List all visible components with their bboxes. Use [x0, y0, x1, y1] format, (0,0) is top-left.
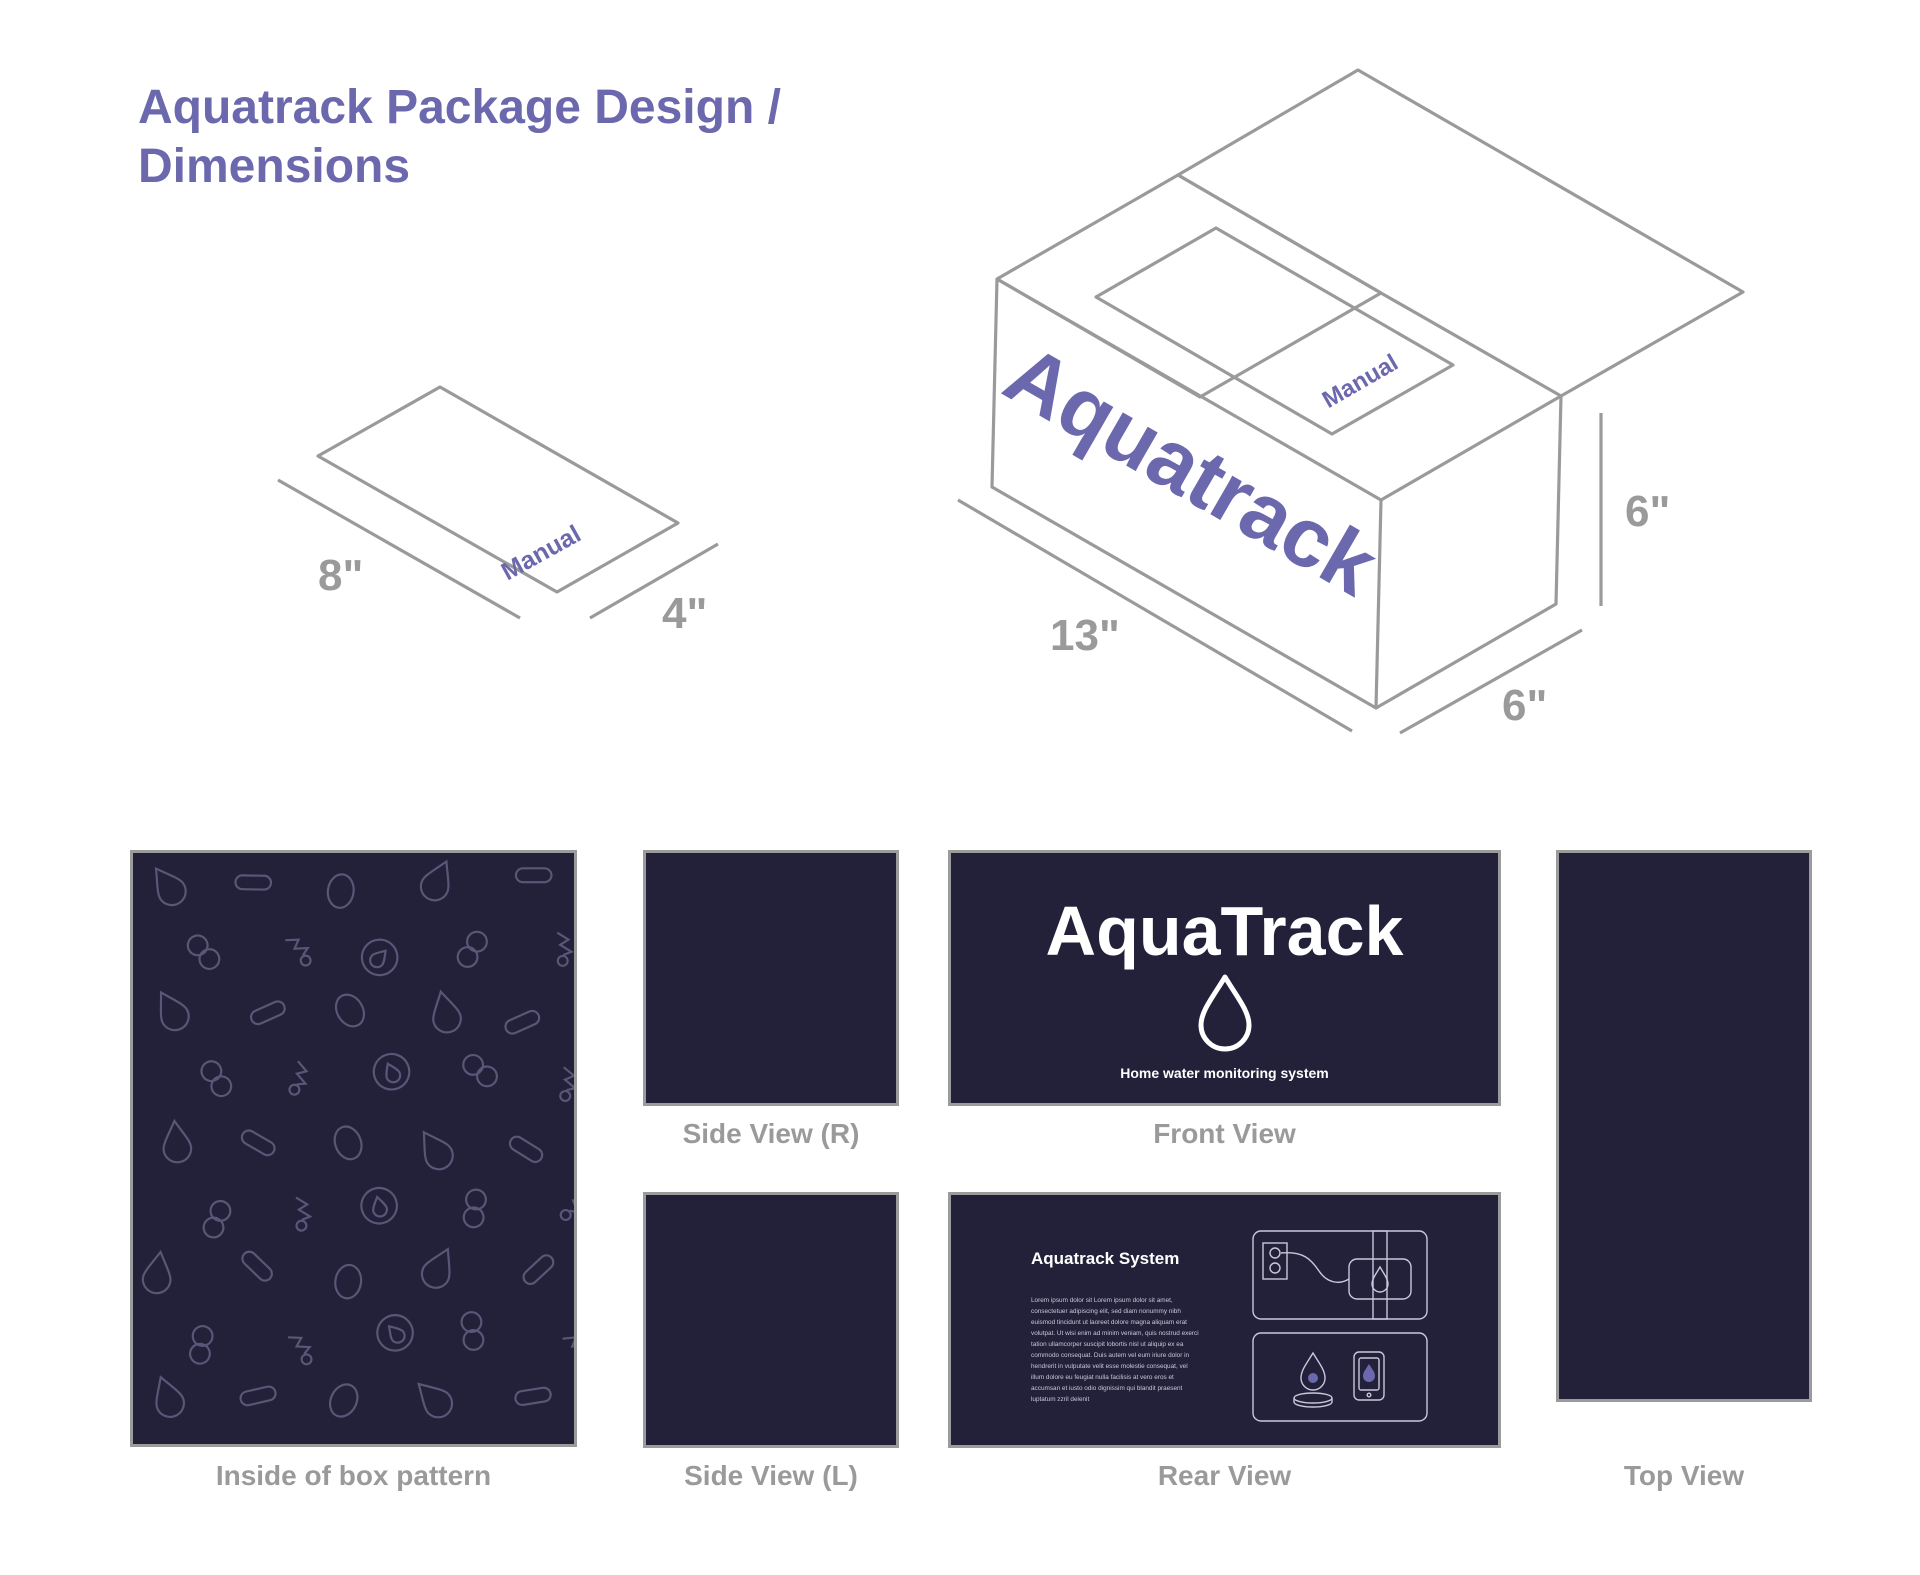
main-brand-label: Aquatrack	[990, 326, 1393, 613]
pattern-circle-icon	[376, 1314, 414, 1352]
rear-illustration	[1252, 1230, 1428, 1422]
pattern-zig-icon	[288, 1060, 309, 1096]
isometric-diagrams: Manual 8" 4" Manual Aquatrack 13" 6" 6"	[277, 68, 1745, 735]
pattern-circle-icon	[372, 1052, 411, 1091]
pattern-oval-icon	[334, 993, 366, 1028]
pattern-pill-icon	[514, 867, 553, 884]
manual-outline	[316, 385, 680, 594]
rear-label: Rear View	[1157, 1460, 1292, 1491]
rear-body-text: Lorem ipsum dolor sit Lorem ipsum dolor …	[1031, 1297, 1199, 1403]
pattern-rings-icon	[460, 1311, 485, 1351]
manual-length-line	[277, 478, 521, 620]
water-sensor-icon	[1293, 1351, 1333, 1408]
front-tagline: Home water monitoring system	[1120, 1065, 1329, 1081]
inside-pattern-panel	[130, 850, 577, 1447]
manual-label: Manual	[497, 520, 586, 586]
rear-panel: Aquatrack System Lorem ipsum dolor sit L…	[948, 1192, 1501, 1448]
pattern-drop-icon	[422, 1130, 454, 1171]
main-box-diagram: Manual Aquatrack 13" 6" 6"	[957, 68, 1745, 735]
main-width-line	[1399, 628, 1583, 735]
pattern-oval-icon	[328, 1383, 359, 1418]
pattern-pill-icon	[514, 1386, 552, 1407]
main-width-label: 6"	[1502, 681, 1547, 730]
page-title: Aquatrack Package Design / Dimensions	[138, 81, 781, 193]
manual-width-line	[589, 542, 719, 620]
pattern-drop-icon	[159, 990, 190, 1032]
pattern-oval-icon	[326, 873, 355, 909]
main-length-label: 13"	[1050, 611, 1120, 660]
main-right-face	[1375, 395, 1563, 710]
pattern-rings-icon	[456, 930, 488, 968]
top-label: Top View	[1623, 1460, 1745, 1491]
front-label: Front View	[1153, 1118, 1296, 1149]
pattern-pill-icon	[249, 1000, 286, 1026]
pattern-pill-icon	[241, 1250, 273, 1282]
pattern-zig-icon	[559, 1188, 574, 1222]
pattern-oval-icon	[334, 1263, 363, 1300]
pattern-drop-icon	[432, 989, 462, 1034]
pattern-pill-icon	[508, 1135, 544, 1164]
setup-frame	[1252, 1230, 1428, 1320]
front-panel: AquaTrack Home water monitoring system	[948, 850, 1501, 1106]
main-manual-insert	[1094, 226, 1455, 436]
manual-width-label: 4"	[662, 589, 707, 638]
pattern-drop-icon	[155, 1375, 185, 1418]
devices-frame	[1252, 1332, 1428, 1422]
water-pattern	[141, 859, 574, 1419]
pattern-circle-icon	[360, 1186, 398, 1225]
front-brand: AquaTrack	[1045, 892, 1404, 970]
pattern-rings-icon	[462, 1188, 487, 1229]
pattern-pill-icon	[234, 874, 273, 891]
water-drop-icon	[1198, 974, 1251, 1052]
manual-box-diagram: Manual 8" 4"	[277, 385, 719, 638]
pattern-pill-icon	[240, 1129, 276, 1157]
main-height-label: 6"	[1625, 487, 1670, 536]
pattern-drop-icon	[154, 866, 187, 907]
side-left-panel	[643, 1192, 899, 1448]
pattern-drop-icon	[417, 1382, 454, 1419]
pattern-circle-icon	[360, 938, 399, 977]
inside-pattern-label: Inside of box pattern	[215, 1460, 492, 1491]
pattern-rings-icon	[200, 1060, 233, 1098]
wall-outlet-icon	[1262, 1242, 1288, 1280]
pattern-rings-icon	[186, 934, 221, 970]
sensor-device-icon	[1348, 1258, 1412, 1300]
phone-app-icon	[1353, 1351, 1385, 1401]
pattern-pill-icon	[504, 1009, 541, 1035]
side-left-label: Side View (L)	[684, 1460, 858, 1491]
pattern-drop-icon	[420, 1247, 451, 1289]
pattern-zig-icon	[288, 1336, 313, 1366]
pattern-zig-icon	[556, 931, 574, 967]
pattern-zig-icon	[285, 938, 312, 967]
pattern-pill-icon	[239, 1385, 277, 1407]
main-insert-label: Manual	[1318, 349, 1403, 414]
top-panel	[1556, 850, 1812, 1402]
pattern-oval-icon	[333, 1125, 363, 1161]
pattern-shapes	[141, 859, 574, 1419]
rear-heading: Aquatrack System	[1031, 1249, 1180, 1268]
pattern-drop-icon	[162, 1118, 193, 1164]
main-length-line	[957, 498, 1353, 733]
pattern-rings-icon	[202, 1199, 232, 1239]
pattern-zig-icon	[559, 1066, 574, 1102]
pattern-zig-icon	[295, 1196, 313, 1232]
side-right-panel	[643, 850, 899, 1106]
pattern-rings-icon	[462, 1053, 498, 1088]
main-left-face	[990, 278, 1383, 710]
pattern-zig-icon	[562, 1336, 574, 1354]
manual-length-label: 8"	[318, 551, 363, 600]
pattern-rings-icon	[188, 1325, 214, 1365]
side-right-label: Side View (R)	[682, 1118, 860, 1149]
main-top-back	[1176, 68, 1745, 398]
pattern-drop-icon	[419, 859, 450, 902]
pattern-pill-icon	[522, 1254, 555, 1286]
pattern-drop-icon	[141, 1249, 172, 1295]
